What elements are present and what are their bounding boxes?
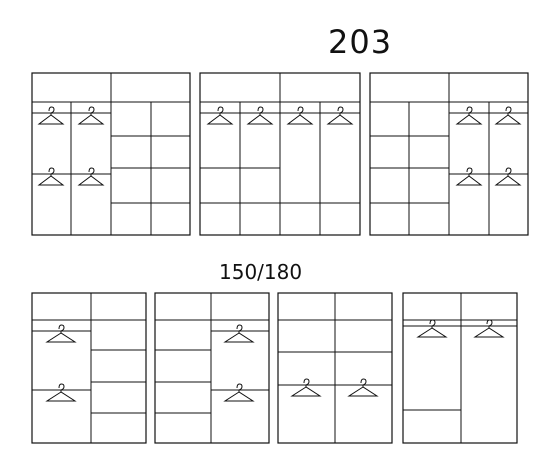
hanger-hook xyxy=(257,106,264,115)
wardrobe-203-b xyxy=(199,72,361,236)
hanger-body xyxy=(286,114,314,125)
hanger-hook xyxy=(236,383,243,392)
hanger-hook xyxy=(466,106,473,115)
hanger-icon xyxy=(494,106,522,125)
wardrobe-203-c xyxy=(369,72,529,236)
hanger-hook xyxy=(297,106,304,115)
hanger-icon xyxy=(77,106,105,125)
hanger-body xyxy=(223,332,255,343)
hanger-icon xyxy=(455,106,483,125)
hanger-hook xyxy=(48,167,55,176)
hanger-icon xyxy=(290,378,322,397)
hanger-icon xyxy=(286,106,314,125)
wardrobe-150-a xyxy=(31,292,147,444)
hanger-body xyxy=(77,114,105,125)
hanger-body xyxy=(416,327,448,338)
wardrobe-150-b xyxy=(154,292,270,444)
hanger-hook xyxy=(58,324,65,333)
hanger-body xyxy=(45,332,77,343)
hanger-hook xyxy=(466,167,473,176)
hanger-hook xyxy=(236,324,243,333)
hanger-body xyxy=(45,391,77,402)
wardrobe-150-c xyxy=(277,292,393,444)
hanger-body xyxy=(206,114,234,125)
hanger-hook xyxy=(58,383,65,392)
wardrobe-frame xyxy=(31,292,147,444)
hanger-icon xyxy=(326,106,354,125)
size-label-150-180: 150/180 xyxy=(219,260,303,284)
hanger-body xyxy=(455,114,483,125)
hanger-hook xyxy=(360,378,367,387)
hanger-hook xyxy=(505,106,512,115)
hanger-hook xyxy=(429,319,436,328)
hanger-icon xyxy=(455,167,483,186)
wardrobe-frame xyxy=(154,292,270,444)
hanger-body xyxy=(37,175,65,186)
hanger-icon xyxy=(45,324,77,343)
wardrobes-150-180 xyxy=(31,292,518,444)
hanger-hook xyxy=(303,378,310,387)
hanger-icon xyxy=(473,319,505,338)
wardrobe-150-d xyxy=(402,292,518,444)
hanger-hook xyxy=(505,167,512,176)
hanger-icon xyxy=(37,106,65,125)
hanger-body xyxy=(223,391,255,402)
hanger-hook xyxy=(88,167,95,176)
hanger-body xyxy=(473,327,505,338)
hanger-body xyxy=(347,386,379,397)
hanger-icon xyxy=(494,167,522,186)
hanger-hook xyxy=(88,106,95,115)
hanger-icon xyxy=(246,106,274,125)
hanger-hook xyxy=(337,106,344,115)
hanger-body xyxy=(246,114,274,125)
hanger-body xyxy=(455,175,483,186)
wardrobe-203-a xyxy=(31,72,191,236)
hanger-icon xyxy=(223,324,255,343)
hanger-body xyxy=(37,114,65,125)
size-label-203: 203 xyxy=(328,23,393,61)
hanger-hook xyxy=(217,106,224,115)
hanger-body xyxy=(290,386,322,397)
hanger-icon xyxy=(223,383,255,402)
hanger-body xyxy=(326,114,354,125)
hanger-icon xyxy=(37,167,65,186)
hanger-body xyxy=(77,175,105,186)
hanger-hook xyxy=(486,319,493,328)
hanger-icon xyxy=(77,167,105,186)
hanger-icon xyxy=(206,106,234,125)
hanger-body xyxy=(494,114,522,125)
hanger-icon xyxy=(45,383,77,402)
wardrobes-203 xyxy=(31,72,529,236)
wardrobe-frame xyxy=(402,292,518,444)
hanger-icon xyxy=(347,378,379,397)
hanger-body xyxy=(494,175,522,186)
hanger-icon xyxy=(416,319,448,338)
hanger-hook xyxy=(48,106,55,115)
